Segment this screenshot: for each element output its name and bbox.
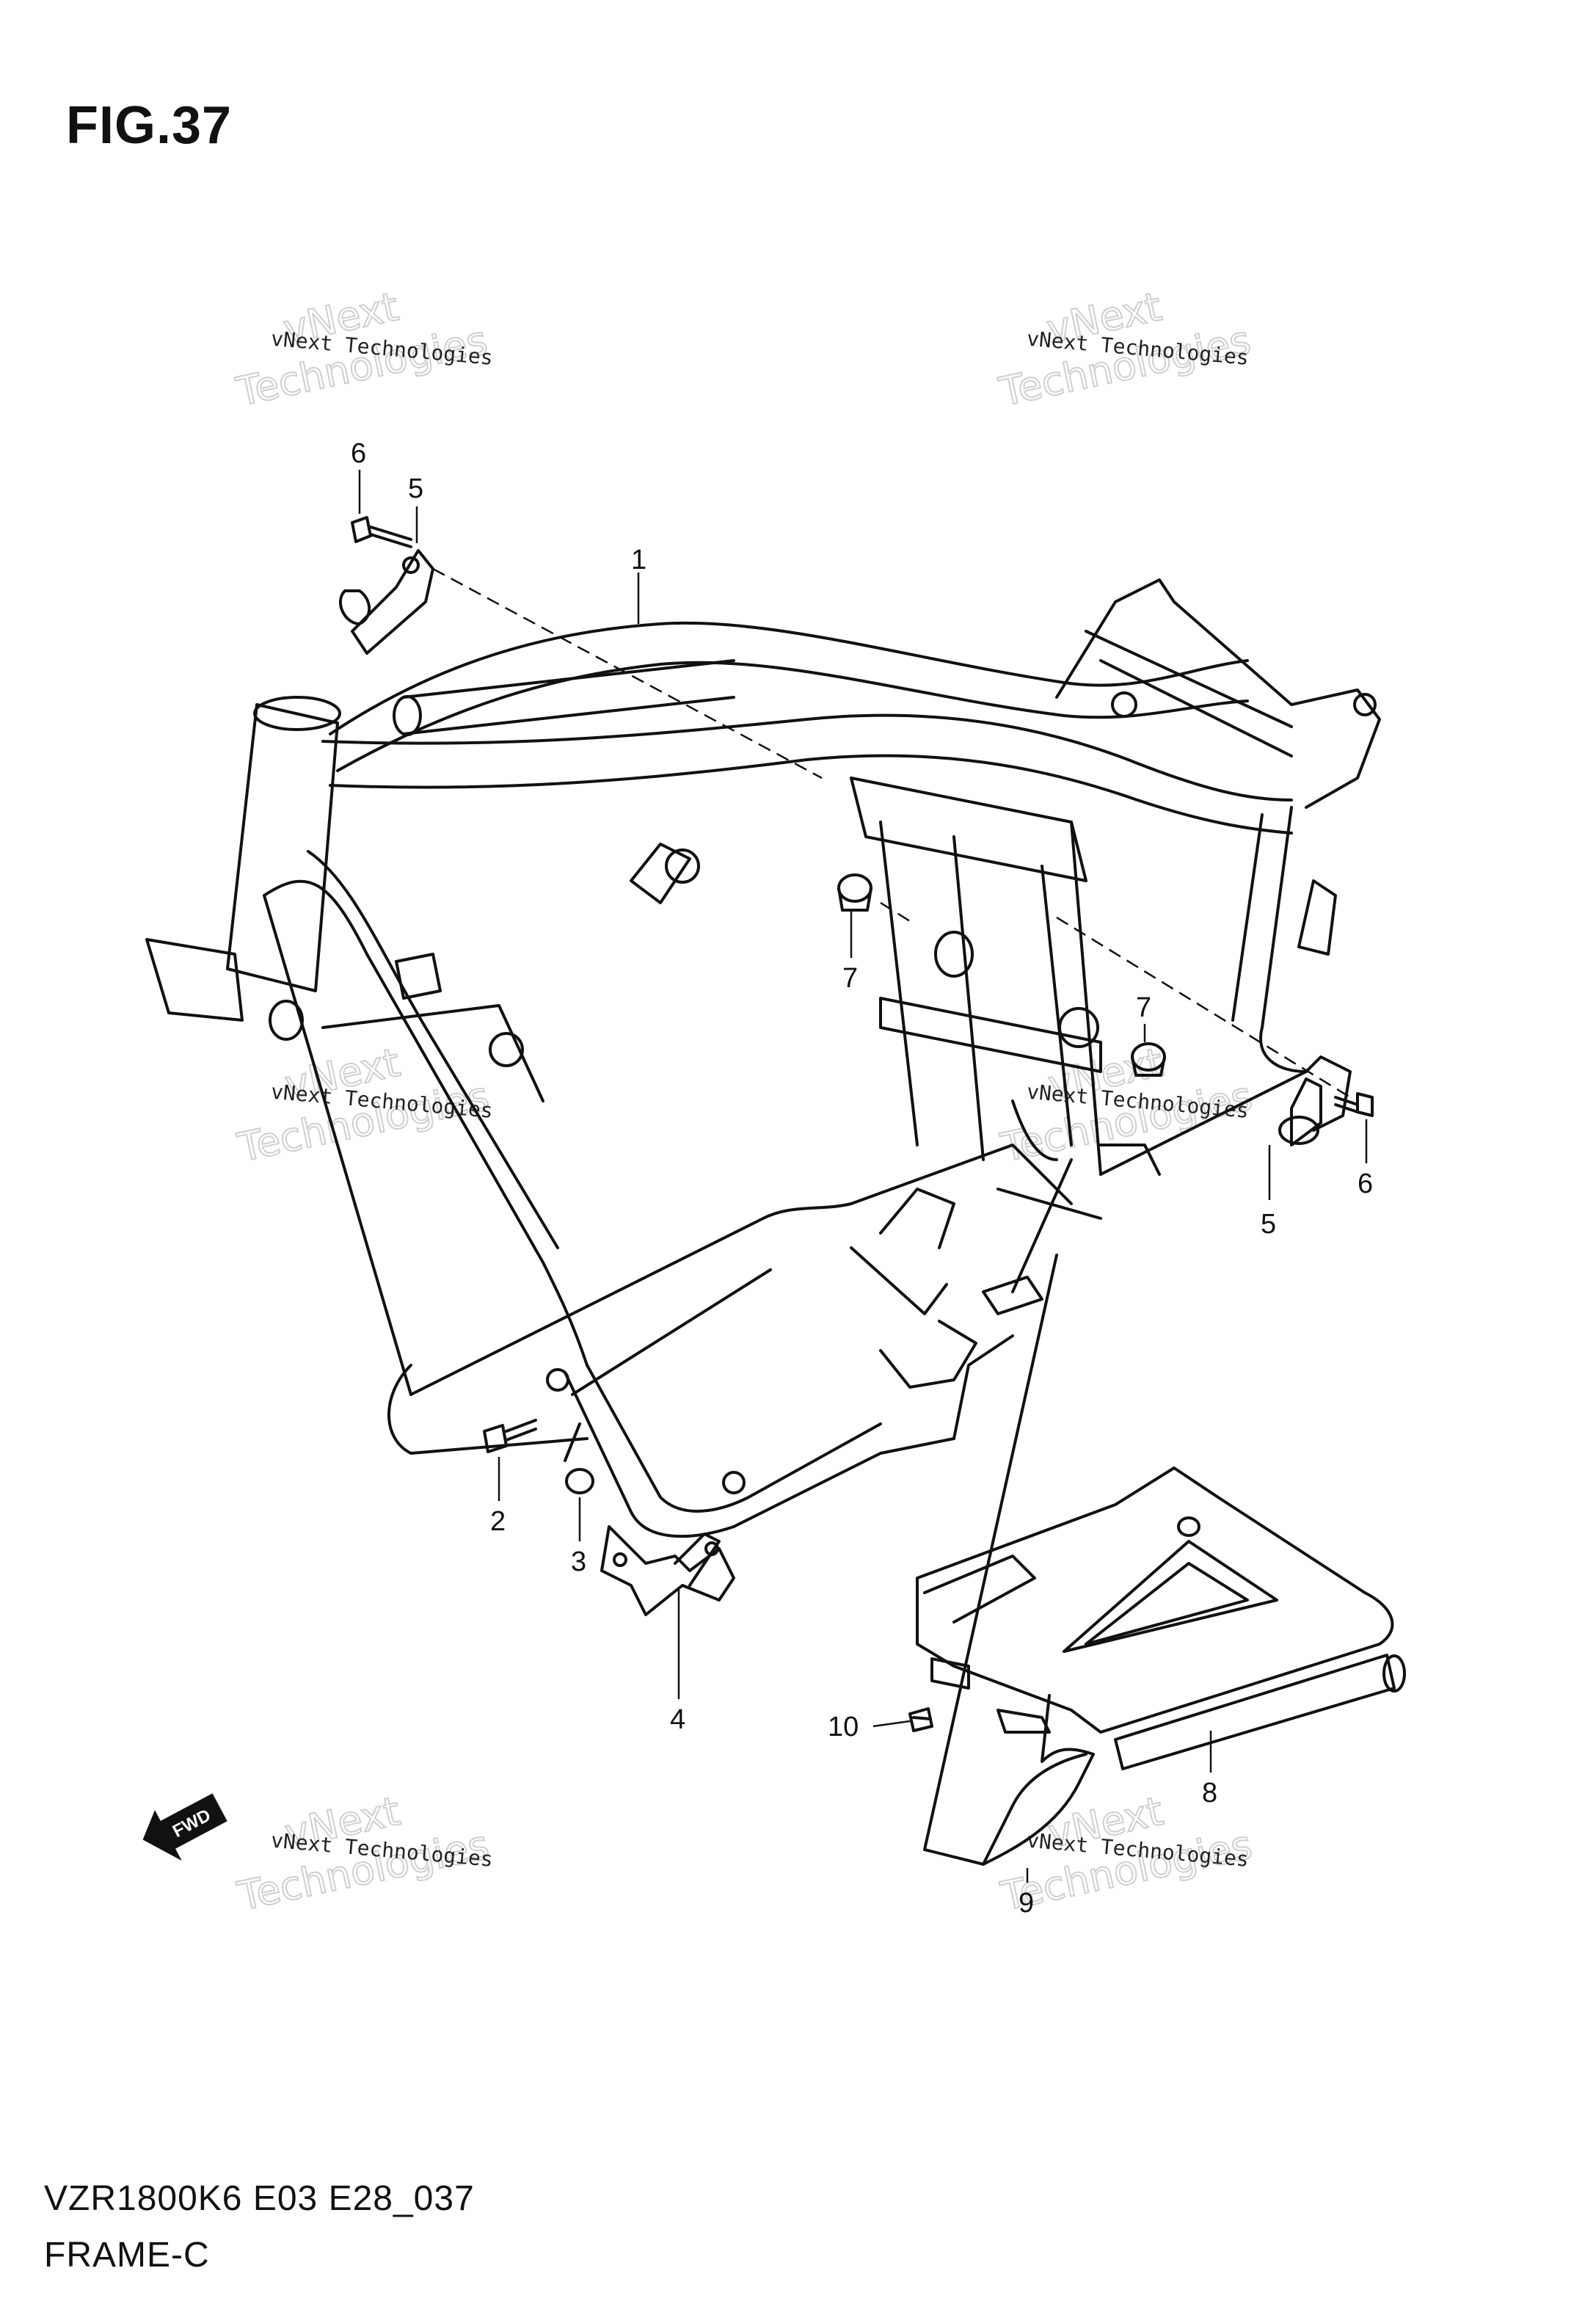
bushing-left xyxy=(837,873,872,912)
bushing-right xyxy=(1131,1042,1166,1077)
frame-under-cover xyxy=(916,1466,1406,1770)
bolt-lower-left xyxy=(483,1419,537,1453)
main-frame xyxy=(145,578,1381,1538)
assembly-line xyxy=(1056,916,1351,1099)
screw xyxy=(908,1707,933,1732)
assembly-line xyxy=(880,901,911,923)
callout-5-upper: 5 xyxy=(408,473,423,504)
callout-3: 3 xyxy=(571,1546,586,1577)
figure-title: FIG.37 xyxy=(66,96,233,155)
model-code: VZR1800K6 E03 E28_037 xyxy=(44,2179,475,2218)
side-cover xyxy=(923,1254,1095,1866)
callout-6-lower: 6 xyxy=(1358,1168,1373,1199)
bolt-upper-left xyxy=(351,516,412,548)
section-name: FRAME-C xyxy=(44,2236,210,2275)
bracket-lower xyxy=(600,1525,735,1616)
callout-7-left: 7 xyxy=(842,963,858,994)
callout-1: 1 xyxy=(631,545,646,575)
callout-8: 8 xyxy=(1202,1778,1217,1808)
bolt-rear-right xyxy=(1334,1092,1374,1117)
callout-5-lower: 5 xyxy=(1261,1209,1276,1240)
bracket-upper-left xyxy=(339,549,434,655)
bracket-rear-right xyxy=(1278,1077,1322,1146)
callout-2: 2 xyxy=(490,1506,506,1537)
callout-9: 9 xyxy=(1019,1888,1034,1919)
assembly-line xyxy=(432,567,823,779)
watermark-top-right: vNext Technologies xyxy=(994,283,1255,416)
forward-direction-arrow: FWD xyxy=(142,1793,227,1861)
callout-6-upper: 6 xyxy=(351,438,366,469)
callout-4: 4 xyxy=(670,1704,685,1735)
callout-7-right: 7 xyxy=(1136,992,1151,1023)
nut-lower xyxy=(564,1422,594,1494)
callout-10: 10 xyxy=(828,1712,859,1742)
